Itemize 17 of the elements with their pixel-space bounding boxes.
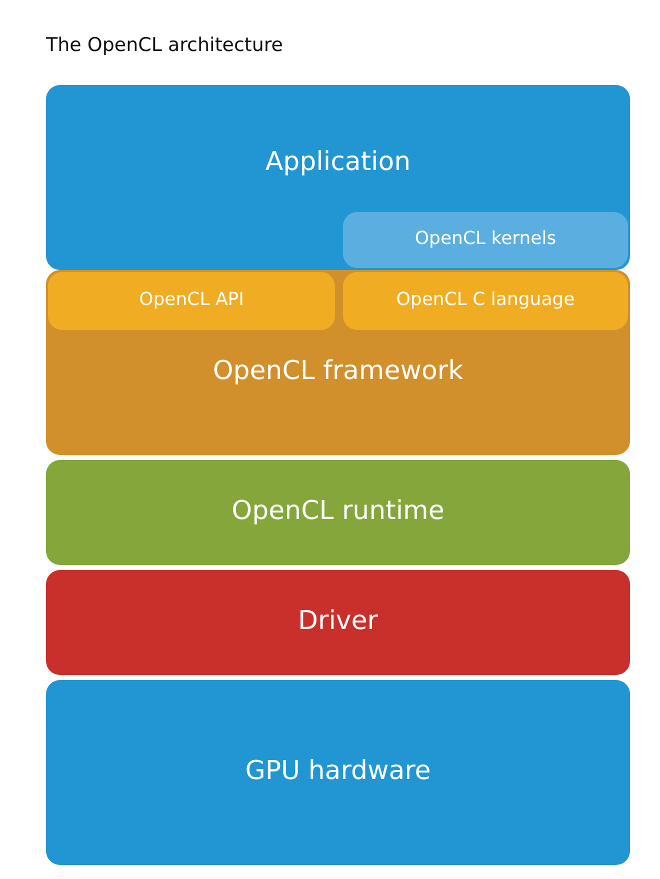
layer-box: [46, 270, 630, 455]
component-box: [343, 272, 628, 330]
component-box: [48, 272, 335, 330]
node-label: OpenCL API: [138, 289, 245, 310]
layer-box: [46, 460, 630, 565]
node-label: OpenCL kernels: [414, 228, 558, 249]
layer-box: [46, 680, 630, 865]
component-box: [343, 212, 628, 268]
node-label: OpenCL framework: [212, 356, 464, 386]
layer-box: [46, 570, 630, 675]
node-label: GPU hardware: [244, 756, 432, 786]
node-label: OpenCL runtime: [230, 496, 446, 526]
diagram-title: The OpenCL architecture: [46, 34, 283, 56]
node-label: Application: [264, 147, 412, 177]
node-label: Driver: [296, 606, 379, 636]
node-label: OpenCL C language: [395, 289, 576, 310]
layer-box: [46, 85, 630, 270]
